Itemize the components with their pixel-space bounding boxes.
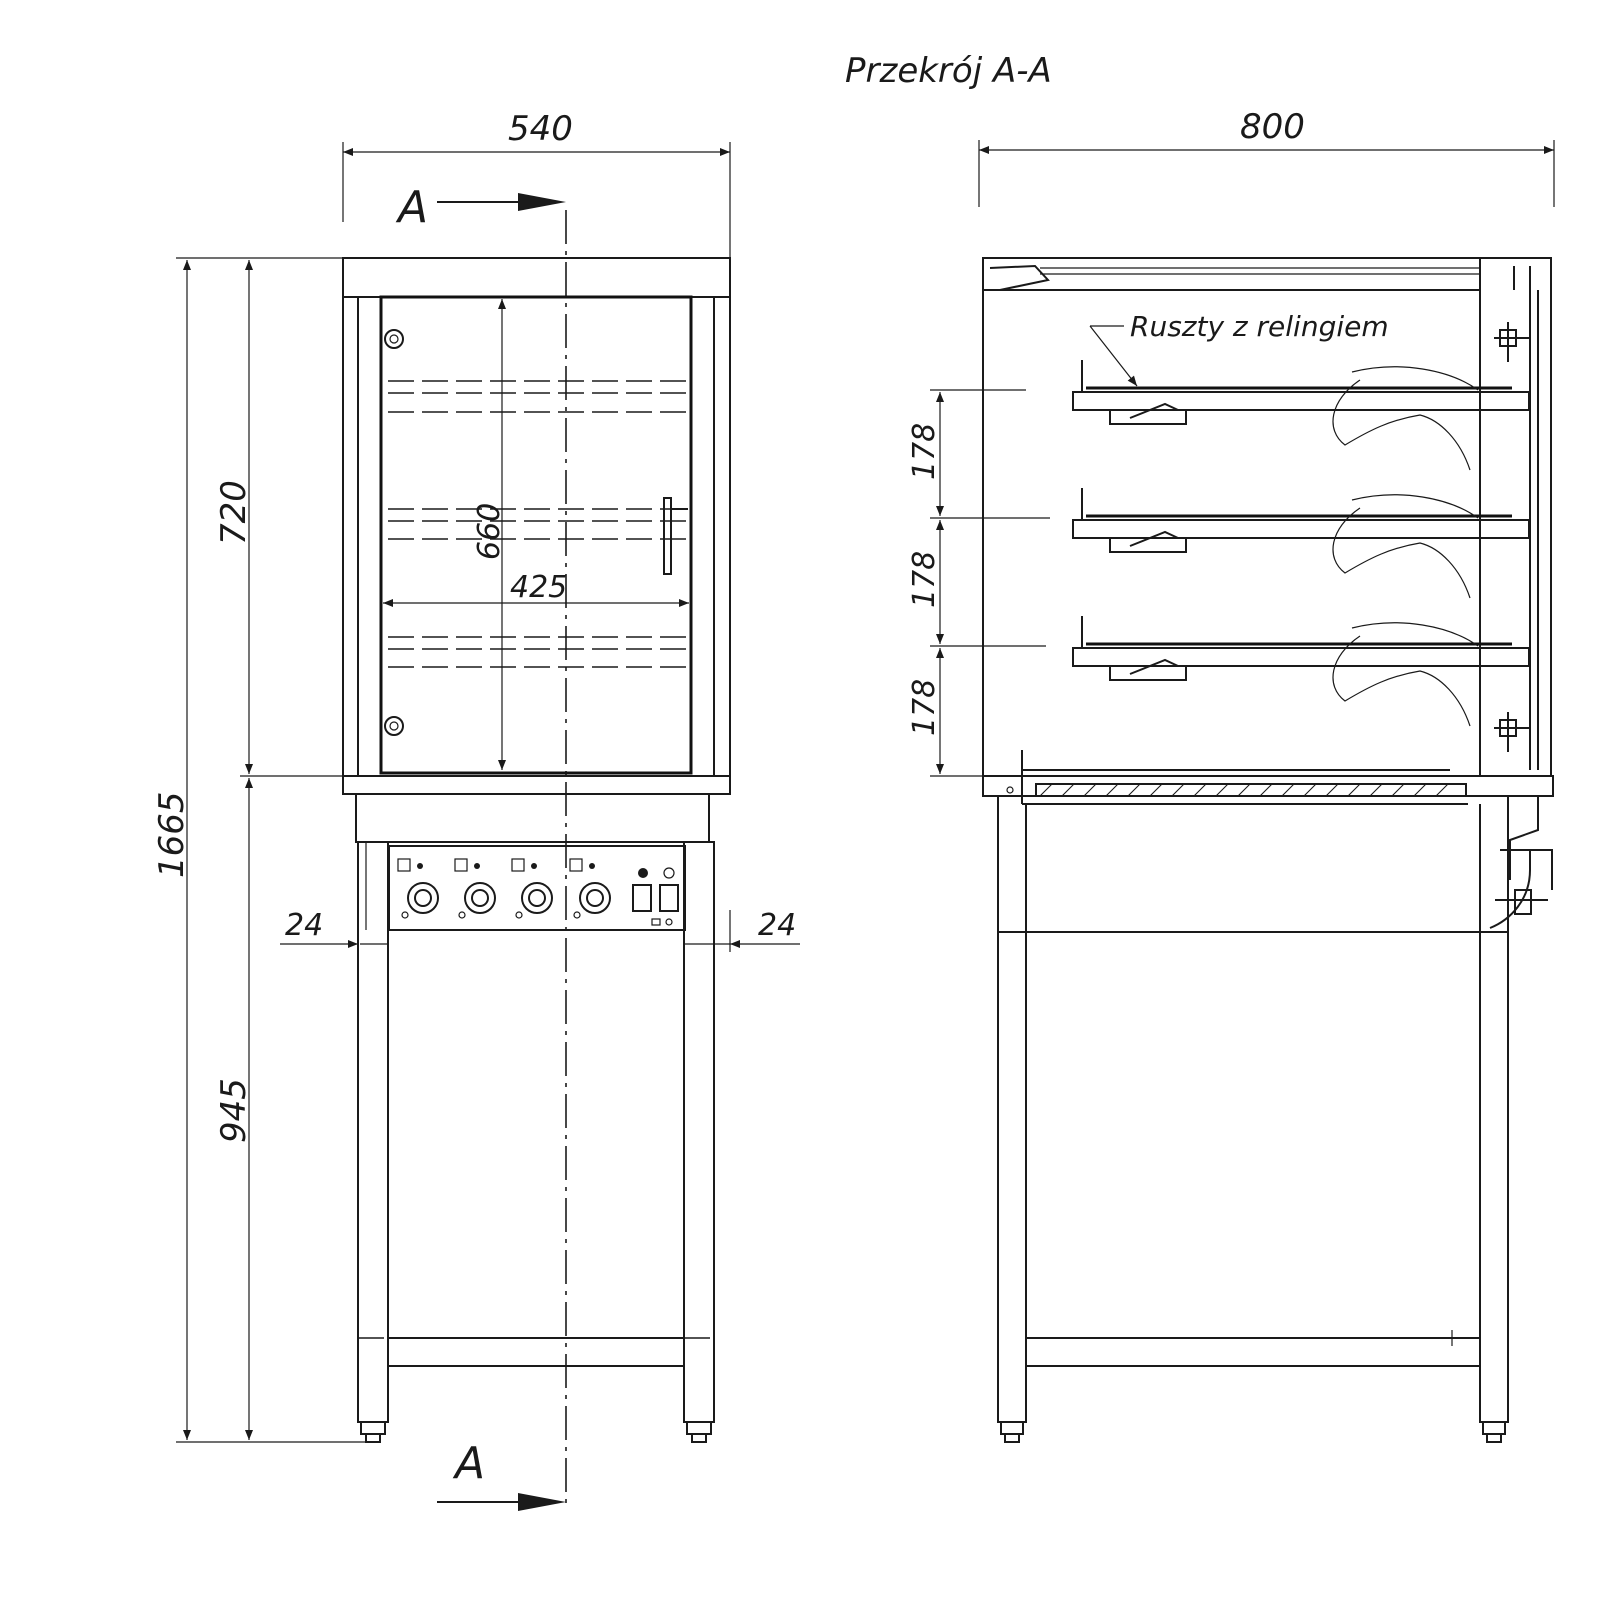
hinge-icon [384,329,404,349]
dimension-depth: 800 [1240,107,1305,147]
heating-element-hatch [1039,783,1449,797]
dimension-right-inset: 24 [758,908,796,943]
dimension-top-height: 720 [214,480,254,545]
rack-2 [1072,488,1530,599]
section-legs [997,931,1509,1443]
rack-1 [1072,360,1530,471]
door-hinge-icon [1494,322,1530,362]
switch-icon [632,884,652,912]
dimension-total-height: 1665 [152,791,192,878]
oven-door [379,295,693,775]
dimension-leg-height: 945 [214,1078,254,1143]
front-view: 540 A 660 42 [152,109,800,1511]
switch-icon [659,884,679,912]
dimension-rack-spacing-3: 178 [907,679,942,736]
knob-icon [579,882,611,914]
door-handle [663,497,672,575]
knob-icon [407,882,439,914]
knob-icon [521,882,553,914]
dimension-rack-spacing-1: 178 [907,423,942,480]
rack-3 [1072,616,1530,727]
front-legs [357,841,715,1443]
dimension-front-width: 540 [508,109,573,149]
dimension-door-height: 660 [472,503,507,560]
section-marker-top: A [395,182,428,233]
dimension-left-inset: 24 [285,908,323,943]
door-hinge-icon [1494,712,1530,752]
section-view: 800 [907,107,1555,1443]
section-marker-bottom: A [452,1438,485,1489]
dimension-rack-spacing-2: 178 [907,551,942,608]
rack-label: Ruszty z relingiem [1130,310,1389,343]
drawing-title: Przekrój A-A [845,51,1052,91]
knob-icon [464,882,496,914]
hinge-icon [384,716,404,736]
control-knobs [397,858,679,926]
dimension-door-width: 425 [510,570,567,605]
